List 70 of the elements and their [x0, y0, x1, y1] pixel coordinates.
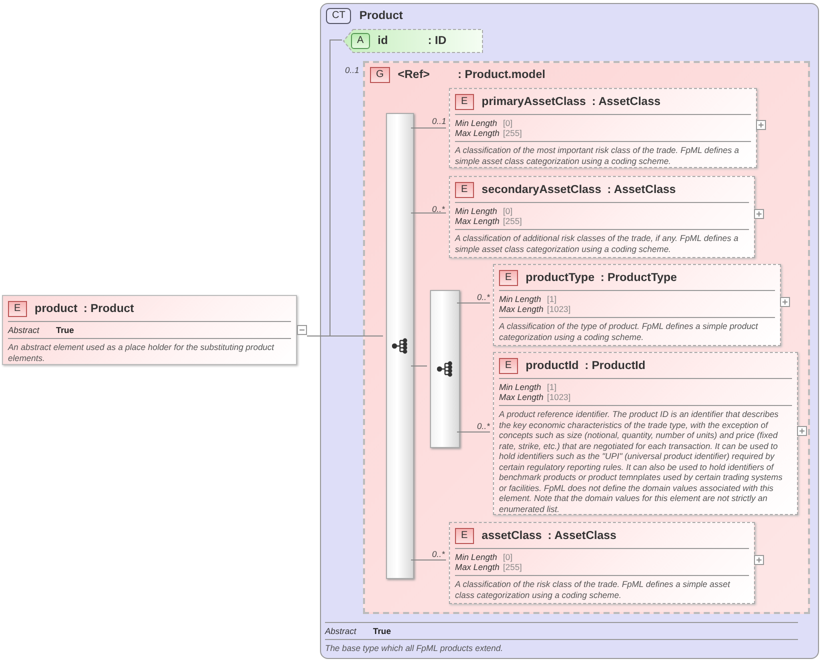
multiplicity-label: 0..1	[345, 65, 360, 75]
element-name: productType	[526, 272, 594, 284]
type-badge: E	[499, 358, 518, 374]
property-name: Min Length	[455, 206, 498, 216]
element-box	[2, 295, 297, 365]
property-value: [1023]	[547, 304, 571, 314]
property-value: True	[373, 626, 391, 636]
property-value: [0]	[503, 118, 512, 128]
property-name: Abstract	[325, 626, 358, 636]
description: A classification of the most important risk class of the trade. FpML defines a simple asset class categorization using a coding scheme.	[455, 145, 740, 166]
connector-line	[456, 302, 490, 304]
type-badge: E	[8, 301, 27, 317]
description: A classification of the risk class of the trade. FpML defines a simple asset class categorization using a coding scheme.	[455, 579, 732, 600]
element-name: productId	[526, 360, 579, 372]
type-name: : AssetClass	[548, 530, 616, 542]
multiplicity-label: 0..*	[477, 292, 490, 302]
property-value: [1023]	[547, 392, 571, 402]
element-name: primaryAssetClass	[482, 96, 586, 108]
property-name: Min Length	[455, 552, 498, 562]
property-value: [1]	[547, 382, 556, 392]
type-name: Product	[359, 10, 403, 22]
multiplicity-label: 0..*	[432, 549, 445, 559]
property-name: Max Length	[455, 216, 500, 226]
connector-line	[410, 212, 446, 214]
type-name: : ProductId	[584, 360, 646, 372]
type-name: : Product	[83, 303, 134, 315]
property-value: [255]	[503, 216, 522, 226]
element-name: product	[34, 303, 78, 315]
element-name: secondaryAssetClass	[482, 184, 602, 196]
type-badge: E	[455, 94, 474, 110]
property-value: [0]	[503, 552, 512, 562]
attribute-box	[343, 29, 483, 53]
group-ref: <Ref>	[398, 69, 430, 81]
property-value: [1]	[547, 294, 556, 304]
type-badge: E	[499, 270, 518, 286]
property-value: True	[56, 325, 74, 335]
property-name: Min Length	[499, 382, 542, 392]
property-value: [255]	[503, 562, 522, 572]
description: An abstract element used as a place holder for the substituting product elements.	[8, 342, 276, 363]
type-name: : AssetClass	[607, 184, 676, 196]
description: The base type which all FpML products extend.	[325, 642, 504, 653]
description: A classification of the type of product. FpML defines a simple product categorization using a coding scheme.	[499, 321, 760, 342]
type-badge: A	[351, 33, 370, 49]
multiplicity-label: 0..*	[477, 421, 490, 431]
type-name: : Product.model	[458, 69, 546, 81]
property-name: Min Length	[455, 118, 498, 128]
property-name: Abstract	[8, 325, 40, 335]
property-name: Max Length	[455, 562, 500, 572]
element-name: assetClass	[482, 530, 542, 542]
property-name: Max Length	[455, 128, 500, 138]
compositor-bar	[386, 113, 414, 579]
property-name: Max Length	[499, 304, 544, 314]
property-name: Min Length	[499, 294, 542, 304]
description: A classification of additional risk classes of the trade, if any. FpML defines a simple asset class categorization using a coding scheme.	[455, 233, 740, 254]
complex-type-box	[320, 3, 819, 659]
type-badge: E	[455, 528, 474, 544]
property-value: [255]	[503, 128, 522, 138]
type-name: : ID	[428, 35, 446, 47]
multiplicity-label: 0..1	[432, 116, 446, 126]
property-value: [0]	[503, 206, 512, 216]
compositor-bar	[430, 290, 460, 448]
type-badge: G	[370, 67, 390, 83]
attribute-name: id	[378, 35, 388, 47]
type-badge: E	[455, 182, 474, 198]
description: A product reference identifier. The product ID is an identifier that describes the key economic characteristics of the trade type, with the exception of concepts such as size (notional, quantity, number of units) and price (fixed rate, strike, etc.) that are negotiated for each transaction. It can be used to hold identifiers such as the "UPI" (universal product identifier) required by certain regulatory reporting rules. It can also be used to hold identifiers of benchmark products or product temnplates used by certain trading systems or facilities. FpML does not define the domain values associated with this element. Note that the domain values for this element are not strictly an enumerated list.	[499, 409, 784, 514]
property-name: Max Length	[499, 392, 544, 402]
type-badge: CT	[326, 8, 352, 24]
type-name: : AssetClass	[592, 96, 660, 108]
multiplicity-label: 0..*	[432, 204, 445, 214]
type-name: : ProductType	[600, 272, 677, 284]
